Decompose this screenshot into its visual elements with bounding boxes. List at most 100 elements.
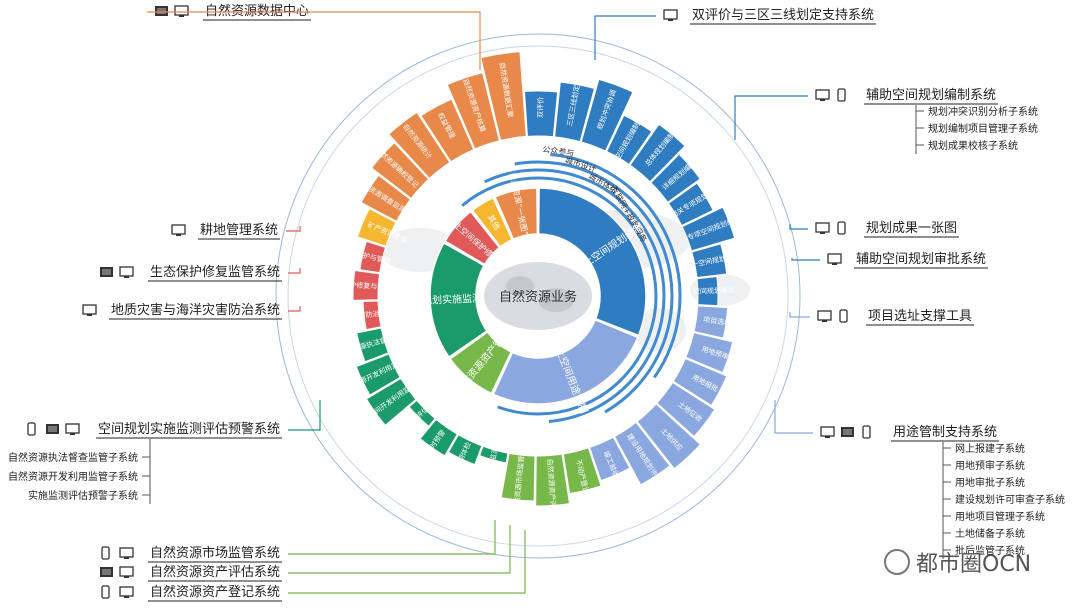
phone-icon	[862, 425, 871, 439]
outer-segment-shape	[360, 174, 412, 222]
outer-track-circle	[287, 45, 789, 547]
arc-band	[514, 160, 674, 414]
callout-leader	[791, 258, 820, 261]
outer-segment-shape	[352, 269, 381, 301]
system-callout: 规划成果一张图	[789, 221, 959, 238]
outer-segment-shape	[362, 300, 382, 331]
system-callout: 辅助空间规划编制系统规划冲突识别分析子系统规划编制项目管理子系统规划成果校核子系…	[734, 88, 1038, 154]
outer-segment-shape	[365, 377, 417, 426]
watermark-text: 都市圈OCN	[916, 552, 1032, 577]
monitor-icon	[817, 310, 832, 322]
subsystem-label: 用地预审子系统	[955, 459, 1025, 472]
outer-segment-shape	[419, 418, 458, 457]
system-label: 项目选址支撑工具	[868, 309, 972, 324]
arc-label: 公众参与	[542, 144, 575, 158]
outer-segment: 自然资源资产评价	[535, 453, 571, 515]
monitor-icon	[119, 266, 134, 278]
system-label: 自然资源数据中心	[205, 3, 309, 19]
system-label: 生态保护修复监管系统	[150, 265, 280, 280]
outer-segment-shape	[606, 114, 653, 166]
outer-segment: 规划冲突协调	[580, 78, 634, 152]
callout-leader	[286, 226, 301, 232]
outer-segment-shape	[691, 243, 728, 278]
subsystem-label: 自然资源开发利用监管子系统	[8, 470, 138, 483]
system-callout: 自然资源数据中心	[147, 3, 481, 70]
phone-icon	[837, 88, 846, 102]
system-label: 自然资源资产评估系统	[150, 564, 280, 580]
outer-track-ring	[275, 33, 801, 559]
outer-segment-label: 双评价	[537, 97, 545, 118]
outer-segment-shape	[667, 182, 714, 227]
outer-segment-shape	[613, 421, 671, 486]
outer-segment-shape	[562, 447, 602, 495]
callout-leader	[288, 530, 526, 594]
outer-segment: 生态保护修复与监管	[328, 269, 392, 301]
system-callout: 空间规划实施监测评估预警系统自然资源执法督查监管子系统自然资源开发利用监管子系统…	[8, 400, 321, 504]
outer-segment-shape	[388, 111, 451, 180]
outer-segment: 自然资源资产核算	[446, 72, 501, 150]
system-callout: 用途管制支持系统网上报建子系统用地预审子系统用地审批子系统建设规划许可审查子系统…	[774, 400, 1065, 559]
tablet-icon	[841, 427, 854, 437]
monitor-icon	[820, 426, 835, 438]
outer-segment-shape	[480, 51, 527, 142]
arc-band	[484, 168, 666, 424]
outer-segment: 自然资源数据汇聚	[480, 51, 527, 142]
system-callout: 自然资源资产登记系统	[101, 530, 526, 602]
outer-segment-label: 空间规划审批	[693, 286, 735, 296]
outer-segment: 不动产登记	[562, 447, 602, 495]
tablet-icon	[100, 267, 113, 277]
outer-segment: 土地供应	[636, 403, 702, 470]
callout-leader	[288, 400, 321, 431]
system-label: 双评价与三区三线划定支持系统	[692, 8, 874, 23]
subsystem-label: 土地储备子系统	[955, 527, 1025, 540]
outer-segment-shape	[370, 142, 430, 200]
monitor-icon	[65, 423, 80, 435]
callout-leader	[288, 525, 511, 574]
outer-segment: 灾害防治	[351, 300, 382, 331]
outer-segment-label: 灾害防治	[351, 309, 380, 321]
callout-leader	[774, 400, 813, 434]
callout-leader	[147, 11, 481, 70]
outer-segment-shape	[355, 353, 401, 396]
outer-segment: 动态监测	[478, 445, 509, 475]
outer-segment-shape	[588, 436, 631, 482]
tablet-icon	[155, 6, 168, 16]
outer-segment-shape	[420, 98, 475, 163]
monitor-icon	[119, 547, 134, 559]
subsystem-label: 用地项目管理子系统	[955, 510, 1045, 523]
outer-segment-shape	[681, 206, 736, 252]
outer-segment: 权益管理	[420, 98, 475, 163]
center-node: 自然资源业务	[476, 234, 600, 358]
callout-leader	[288, 520, 496, 555]
outer-segment: 用地报批	[672, 357, 728, 407]
monitor-icon	[174, 5, 189, 17]
monitor-icon	[827, 253, 842, 265]
system-label: 空间规划实施监测评估预警系统	[98, 421, 280, 437]
system-callout: 自然资源市场监管系统	[101, 520, 496, 563]
outer-segment-shape	[535, 453, 571, 507]
outer-segment-shape	[447, 434, 483, 466]
phone-icon	[101, 546, 110, 560]
subsystem-label: 批后监管子系统	[955, 544, 1025, 557]
outer-segment-shape	[356, 207, 397, 247]
outer-segment-shape	[554, 81, 596, 143]
system-callout: 自然资源资产评估系统	[100, 525, 511, 582]
watermark: 都市圈OCN	[884, 546, 1031, 578]
outer-segment: 双评价	[523, 90, 559, 138]
callout-leader	[789, 224, 808, 230]
outer-segment-shape	[696, 275, 719, 307]
system-callout: 项目选址支撑工具	[789, 309, 974, 326]
outer-segment: 总体规划编制	[629, 123, 686, 183]
subsystem-label: 建设规划许可审查子系统	[955, 493, 1065, 506]
phone-icon	[837, 221, 846, 235]
outer-segment: 用地预审	[685, 332, 734, 374]
subsystem-label: 规划成果校核子系统	[928, 139, 1018, 152]
system-callout: 耕地管理系统	[171, 222, 301, 240]
callout-leader	[789, 312, 810, 318]
monitor-icon	[171, 224, 186, 236]
subsystem-label: 实施监测评估预警子系统	[28, 489, 138, 502]
outer-segment-shape	[656, 381, 716, 438]
